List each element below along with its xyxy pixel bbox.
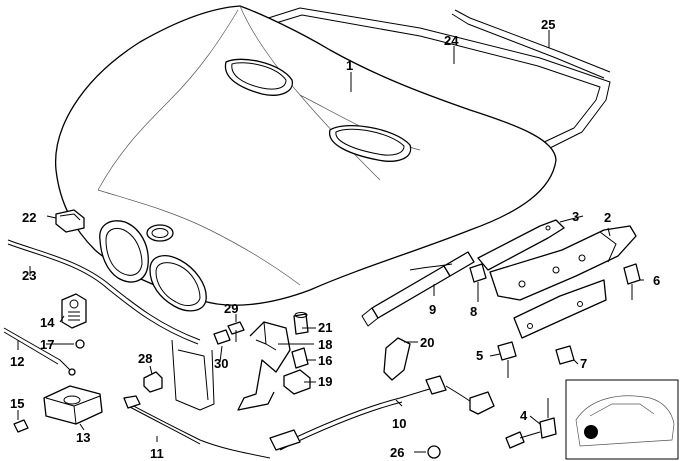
screw-4 [539, 398, 557, 439]
cable-10 [269, 375, 495, 451]
label-14: 14 [40, 315, 55, 330]
car-location-icon [565, 379, 679, 460]
label-13: 13 [76, 430, 90, 445]
label-23: 23 [22, 268, 36, 283]
gas-strut-9 [361, 251, 475, 327]
label-12: 12 [10, 354, 24, 369]
screw-29 [227, 321, 245, 342]
front-bracket [171, 339, 215, 411]
hood-seal-strips [261, 7, 611, 151]
prop-18 [237, 321, 291, 411]
label-28: 28 [138, 351, 152, 366]
label-8: 8 [470, 304, 477, 319]
cable-11 [123, 395, 271, 459]
label-2: 2 [604, 210, 611, 225]
pad-19 [283, 369, 311, 395]
hood-panel [54, 5, 557, 312]
label-24: 24 [444, 33, 459, 48]
bushing-16 [291, 347, 309, 369]
label-21: 21 [318, 320, 332, 335]
cable-12 [3, 327, 76, 376]
label-4: 4 [520, 408, 528, 423]
label-15: 15 [10, 396, 24, 411]
screw-26 [414, 445, 441, 459]
buffer-21 [293, 312, 309, 335]
screw-7 [555, 345, 575, 365]
label-19: 19 [318, 374, 332, 389]
lock-catch-14 [61, 293, 87, 329]
label-11: 11 [150, 446, 164, 461]
label-17: 17 [40, 337, 54, 352]
hood-rod-23 [7, 239, 201, 345]
label-6: 6 [653, 273, 660, 288]
buffer-8 [469, 263, 487, 300]
label-20: 20 [420, 335, 434, 350]
screw-17 [66, 339, 85, 349]
bolt-27 [505, 431, 541, 449]
label-22: 22 [22, 210, 36, 225]
clip-22 [55, 209, 85, 233]
part-labels: 1 24 25 22 23 14 17 12 15 13 11 28 29 30… [10, 17, 660, 461]
screw-15 [13, 419, 29, 433]
label-10: 10 [392, 416, 406, 431]
lock-13 [43, 385, 103, 425]
label-7: 7 [580, 356, 587, 371]
release-handle-20 [383, 337, 411, 381]
clip-28 [143, 371, 163, 393]
label-26: 26 [390, 445, 404, 460]
label-29: 29 [224, 301, 238, 316]
label-18: 18 [318, 337, 332, 352]
label-25: 25 [541, 17, 555, 32]
label-1: 1 [346, 58, 353, 73]
label-30: 30 [214, 356, 228, 371]
screw-6 [623, 263, 641, 300]
clip-30 [213, 329, 231, 345]
label-9: 9 [429, 302, 436, 317]
leader-lines [17, 30, 644, 442]
label-5: 5 [476, 348, 483, 363]
label-16: 16 [318, 353, 332, 368]
hinge-2 [489, 225, 637, 339]
bracket-3 [477, 219, 565, 271]
screw-5 [497, 341, 517, 378]
label-3: 3 [572, 209, 579, 224]
